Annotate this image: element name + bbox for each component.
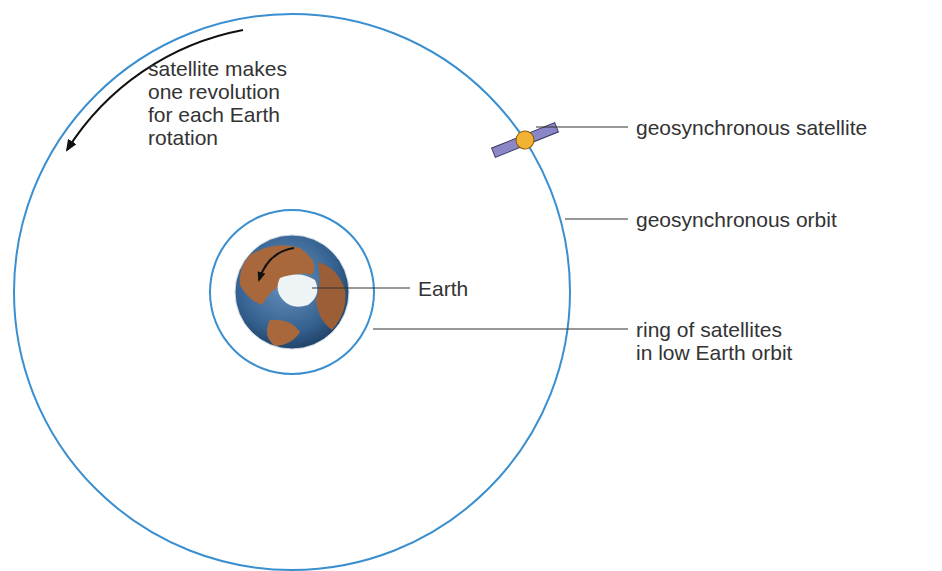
part-label: Earth: [418, 277, 468, 300]
satellite-body: [513, 128, 536, 151]
geosynchronous-orbit: [14, 14, 570, 570]
solar-panel: [492, 123, 559, 158]
part-label: geosynchronous orbit: [636, 208, 837, 231]
part-label: ring of satellites in low Earth orbit: [636, 318, 796, 364]
earth-outline: [235, 235, 349, 349]
leader-line: [373, 328, 628, 329]
rotation-arrow: [259, 248, 294, 280]
earth-globe: [235, 235, 349, 349]
earth-ocean: [235, 235, 349, 349]
leader-line: [536, 126, 628, 127]
satellite-symbol: [490, 119, 560, 161]
callout-note: satellite makes one revolution for each …: [148, 57, 298, 149]
leader-line: [565, 218, 628, 219]
earth-land: [316, 262, 345, 330]
low-earth-orbit-ring: [210, 210, 374, 374]
polar-ice: [278, 274, 318, 306]
part-label: geosynchronous satellite: [636, 116, 867, 139]
earth-land: [267, 320, 300, 346]
leader-line: [312, 287, 410, 288]
